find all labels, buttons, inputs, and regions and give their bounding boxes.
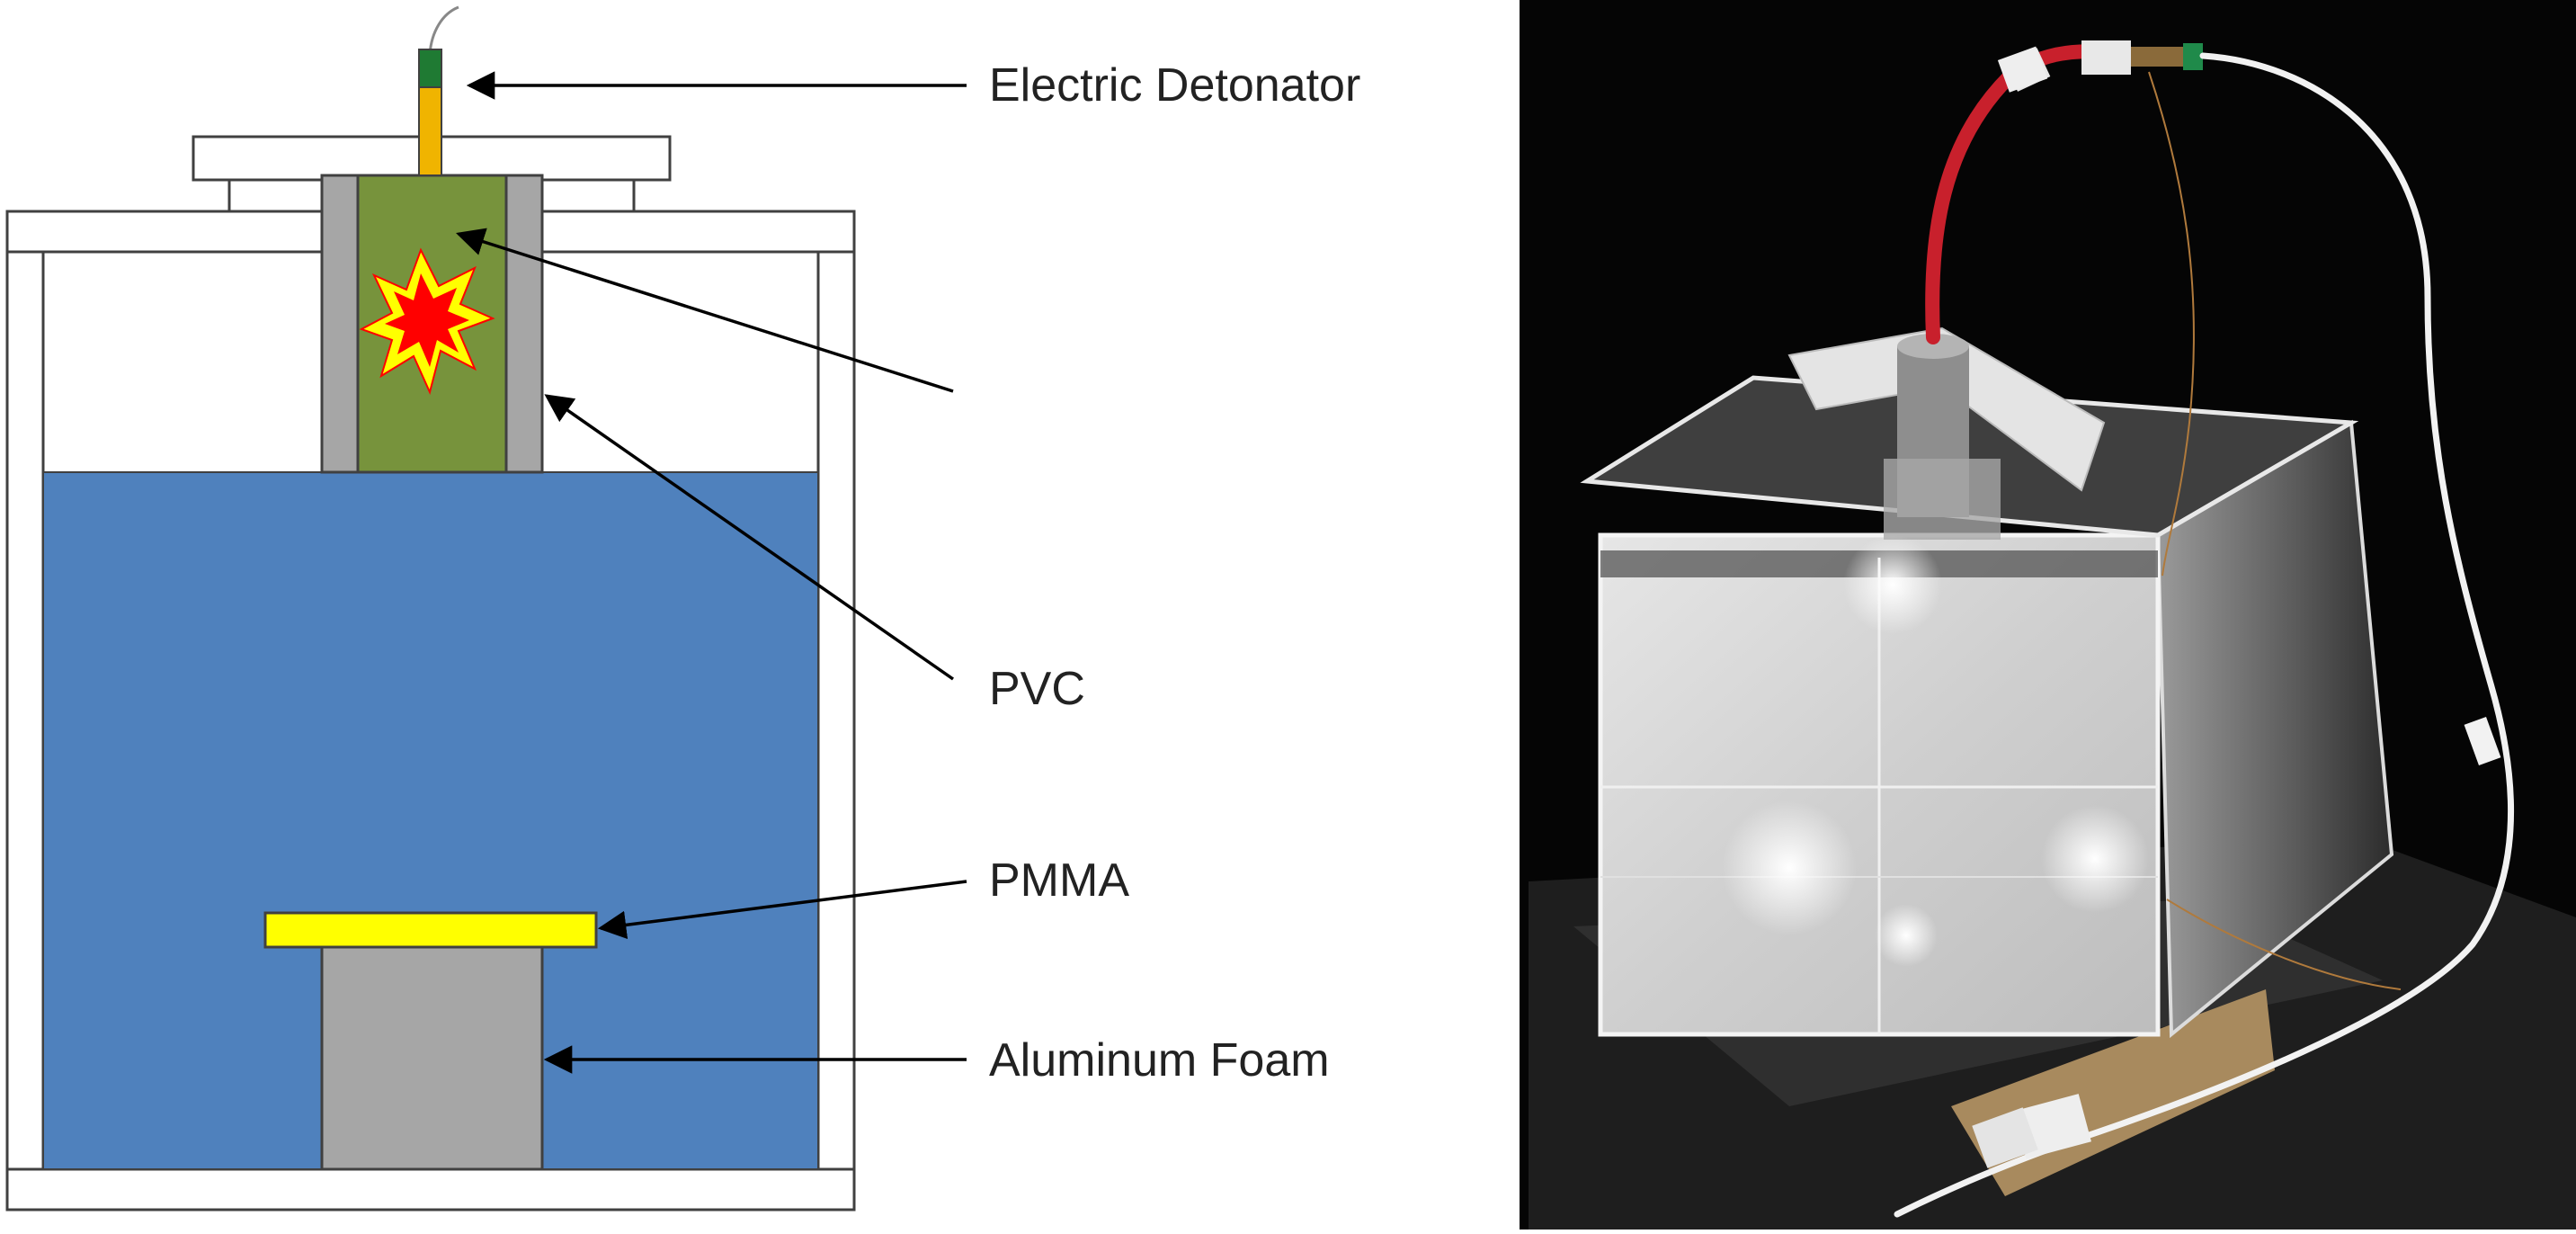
arrow-pmma <box>597 880 967 940</box>
arrow-pvc <box>544 394 955 681</box>
bottom-tape-2 <box>1972 1107 2038 1168</box>
light-flare <box>2041 805 2149 913</box>
tape-piece <box>2081 40 2131 75</box>
cable-connector <box>2131 47 2194 67</box>
light-flare <box>1875 904 1938 967</box>
tank-base <box>5 1167 856 1212</box>
white-cable-clip <box>2464 717 2501 765</box>
support-block <box>1884 459 2001 540</box>
schematic-diagram: Electric Detonator PVC PMMA Aluminum Foa… <box>5 5 1360 1212</box>
explosion-burst-icon <box>359 247 495 395</box>
copper-wire <box>2148 71 2195 577</box>
label-pmma: PMMA <box>989 854 1129 907</box>
aluminum-foam-column <box>320 945 544 1171</box>
label-pvc: PVC <box>989 663 1085 715</box>
label-aluminum-foam: Aluminum Foam <box>989 1034 1330 1086</box>
holder-bracket <box>1787 326 2106 492</box>
tape-piece-top <box>1997 46 2048 93</box>
pvc-tube-top <box>1897 334 1969 359</box>
setup-photograph <box>1520 0 2576 1230</box>
schematic-svg: Electric Detonator PVC PMMA Aluminum Foa… <box>5 5 1360 1212</box>
copper-wire-bottom <box>2166 899 2402 990</box>
pmma-plate <box>263 911 598 949</box>
experimental-water-tank-photo <box>1520 0 2576 1230</box>
light-flare <box>1843 535 1942 634</box>
detonator-wire <box>428 5 459 55</box>
arrow-explosive <box>455 228 954 393</box>
red-cable <box>1925 44 2111 344</box>
light-flare <box>1722 800 1857 935</box>
label-electric-detonator: Electric Detonator <box>989 59 1360 112</box>
cable-connector-ring <box>2183 43 2203 70</box>
detonator-body <box>418 86 442 176</box>
detonator-tip <box>418 49 442 88</box>
